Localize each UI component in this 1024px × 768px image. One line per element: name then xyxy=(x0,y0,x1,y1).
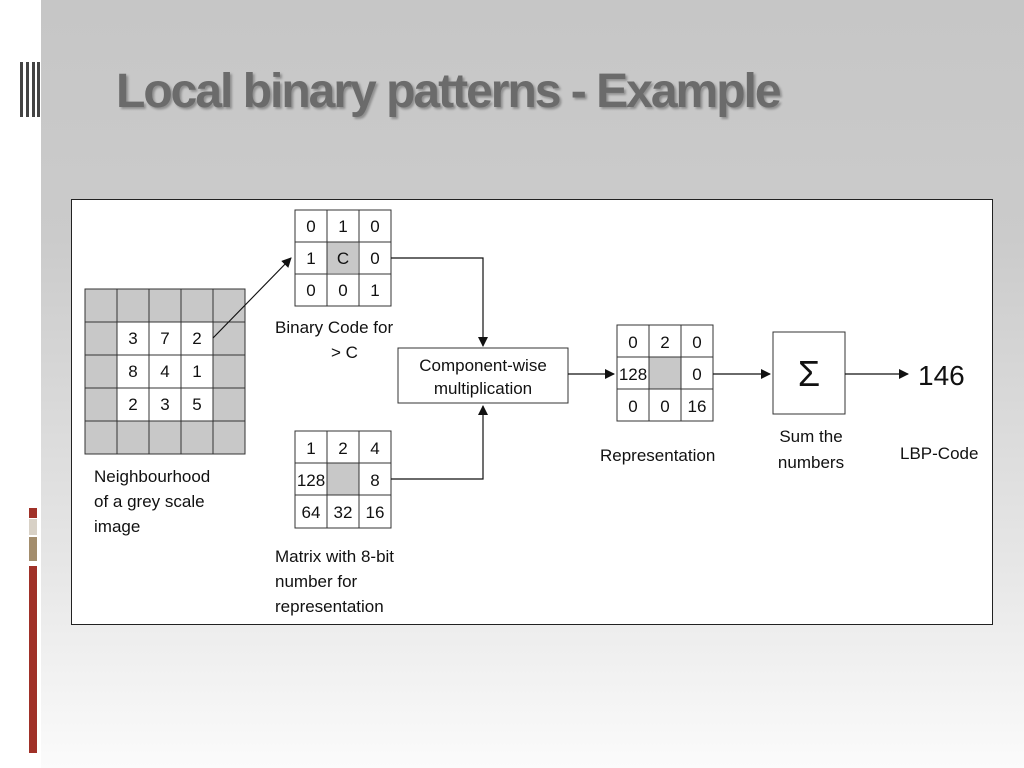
representation-cell: 0 xyxy=(628,397,637,416)
multiply-box: Component-wise multiplication xyxy=(397,347,569,404)
vertical-bar xyxy=(26,62,29,117)
binary-cell: 0 xyxy=(370,217,379,236)
weight-cell: 16 xyxy=(366,503,385,522)
vertical-bar xyxy=(32,62,35,117)
binary-cell: 0 xyxy=(370,249,379,268)
neighbourhood-cell: 5 xyxy=(192,395,201,414)
sum-label: numbers xyxy=(778,453,844,472)
binary-center-cell: C xyxy=(337,249,349,268)
neighbourhood-cell: 2 xyxy=(192,329,201,348)
arrow-weights-to-multiply xyxy=(391,405,488,480)
multiply-box-line: multiplication xyxy=(434,379,532,398)
neighbourhood-cell: 3 xyxy=(128,329,137,348)
lbp-diagram: 3 7 2 8 4 1 2 3 5 Neighbourhood of a gre… xyxy=(84,209,978,616)
connectors xyxy=(212,257,909,480)
slide-title: Local binary patterns - Example xyxy=(116,65,782,118)
sigma-symbol: Σ xyxy=(798,353,820,394)
neighbourhood-cell: 4 xyxy=(160,362,169,381)
binary-cell: 1 xyxy=(338,217,347,236)
binary-code-label: Binary Code for xyxy=(275,318,393,337)
weight-cell: 2 xyxy=(338,439,347,458)
neighbourhood-label: Neighbourhood xyxy=(94,467,210,486)
neighbourhood-cell: 3 xyxy=(160,395,169,414)
weight-cell: 4 xyxy=(370,439,379,458)
accent-block-tan xyxy=(29,537,37,561)
representation-cell: 0 xyxy=(692,333,701,352)
lbp-code-label: LBP-Code xyxy=(900,444,978,463)
representation-cell: 0 xyxy=(660,397,669,416)
binary-cell: 0 xyxy=(306,217,315,236)
weights-label: Matrix with 8-bit xyxy=(275,547,394,566)
binary-code-label: > C xyxy=(331,343,358,362)
weights-label: number for xyxy=(275,572,358,591)
binary-cell: 0 xyxy=(306,281,315,300)
weight-cell: 1 xyxy=(306,439,315,458)
representation-cell: 128 xyxy=(619,365,647,384)
weights-label: representation xyxy=(275,597,384,616)
representation-cell: 16 xyxy=(688,397,707,416)
multiply-box-line: Component-wise xyxy=(419,356,547,375)
representation-label: Representation xyxy=(600,446,715,465)
representation-cell: 0 xyxy=(628,333,637,352)
neighbourhood-label: of a grey scale xyxy=(94,492,205,511)
lbp-result-value: 146 xyxy=(918,360,965,391)
weight-cell: 64 xyxy=(302,503,321,522)
neighbourhood-cell: 7 xyxy=(160,329,169,348)
weights-grid: 1 2 4 128 8 64 32 16 Matrix with 8-bit n… xyxy=(275,430,394,616)
neighbourhood-grid: 3 7 2 8 4 1 2 3 5 Neighbourhood of a gre… xyxy=(84,288,246,536)
arrow-binary-to-multiply xyxy=(391,257,488,347)
sum-label: Sum the xyxy=(779,427,842,446)
binary-cell: 1 xyxy=(306,249,315,268)
neighbourhood-cell: 8 xyxy=(128,362,137,381)
binary-cell: 0 xyxy=(338,281,347,300)
accent-bar-red xyxy=(29,566,37,753)
binary-cell: 1 xyxy=(370,281,379,300)
left-decoration-strip xyxy=(0,0,41,768)
arrow-neighbourhood-to-binary xyxy=(212,257,292,339)
binary-code-grid: 0 1 0 1 C 0 0 0 1 Binary Code for > C xyxy=(275,209,393,362)
representation-grid: 0 2 0 128 0 0 0 16 Representation xyxy=(600,324,715,465)
vertical-bar xyxy=(20,62,23,117)
diagram-panel: 3 7 2 8 4 1 2 3 5 Neighbourhood of a gre… xyxy=(71,199,993,625)
neighbourhood-cell: 1 xyxy=(192,362,201,381)
vertical-bar xyxy=(37,62,40,117)
accent-block-red xyxy=(29,508,37,518)
neighbourhood-cell: 2 xyxy=(128,395,137,414)
weight-cell: 8 xyxy=(370,471,379,490)
neighbourhood-label: image xyxy=(94,517,140,536)
accent-block-light xyxy=(29,519,37,535)
weight-cell: 128 xyxy=(297,471,325,490)
representation-cell: 2 xyxy=(660,333,669,352)
representation-cell: 0 xyxy=(692,365,701,384)
weight-cell: 32 xyxy=(334,503,353,522)
sum-box: Σ Sum the numbers xyxy=(772,331,846,472)
